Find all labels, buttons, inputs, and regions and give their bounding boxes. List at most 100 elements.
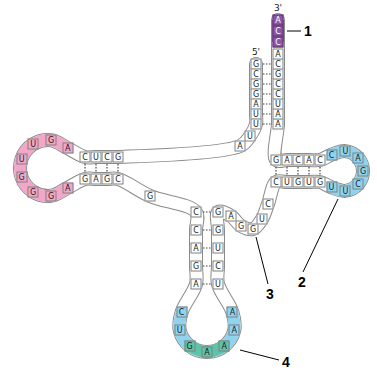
base-pair-dots: [263, 123, 271, 124]
nucleotide: G: [46, 135, 57, 146]
nucleotide: U: [257, 214, 268, 225]
nucleotide: A: [91, 174, 102, 185]
base-pair-dots: [263, 73, 271, 74]
nucleotide: C: [191, 225, 202, 236]
nucleotide: U: [213, 279, 224, 290]
nucleotide: U: [304, 177, 315, 188]
base-pair-dots: [263, 83, 271, 84]
nucleotide: C: [273, 26, 284, 37]
nucleotide: A: [191, 279, 202, 290]
base-pair-dots: [117, 164, 118, 172]
nucleotide: A: [227, 307, 238, 318]
nucleotide: U: [251, 119, 262, 130]
nucleotide: U: [245, 131, 256, 142]
base-pair-dots: [106, 164, 107, 172]
backbone-fill: [20, 20, 363, 352]
nucleotide: G: [358, 166, 369, 177]
base-pair-dots: [297, 167, 298, 175]
nucleotide: C: [191, 207, 202, 218]
nucleotide: C: [352, 179, 363, 190]
nucleotide: U: [213, 243, 224, 254]
base-pair-dots: [263, 113, 271, 114]
nucleotide: C: [176, 307, 187, 318]
nucleotide: A: [191, 243, 202, 254]
base-pairs: [85, 64, 320, 284]
nucleotide: C: [326, 149, 337, 160]
nucleotide: A: [235, 141, 246, 152]
nucleotide: U: [91, 152, 102, 163]
nucleotide: G: [315, 177, 326, 188]
leader-line: [256, 237, 268, 284]
nucleotide: G: [16, 172, 27, 183]
nucleotide: G: [145, 191, 156, 202]
callout-number: 2: [298, 275, 306, 290]
nucleotide: G: [28, 186, 39, 197]
nucleotide: U: [282, 177, 293, 188]
nucleotide: G: [80, 174, 91, 185]
nucleotide: C: [271, 177, 282, 188]
nucleotide: G: [102, 174, 113, 185]
nucleotide: A: [62, 143, 73, 154]
nucleotide: C: [102, 152, 113, 163]
callout-number: 4: [282, 355, 290, 370]
base-pair-dots: [95, 164, 96, 172]
base-pair-dots: [203, 229, 211, 230]
nucleotide: G: [113, 152, 124, 163]
nucleotide: A: [273, 119, 284, 130]
backbone: [20, 20, 363, 352]
strand-end-label: 3': [274, 3, 282, 13]
strand-end-label: 5': [252, 47, 260, 57]
nucleotide: C: [273, 79, 284, 90]
nucleotide: G: [236, 221, 247, 232]
nucleotide: G: [213, 225, 224, 236]
nucleotide: G: [184, 340, 195, 351]
nucleotide: C: [263, 199, 274, 210]
nucleotide: U: [174, 325, 185, 336]
nucleotide: C: [273, 89, 284, 100]
nucleotide: U: [340, 146, 351, 157]
nucleotide: A: [62, 182, 73, 193]
nucleotide: U: [273, 99, 284, 110]
nucleotide: U: [28, 139, 39, 150]
base-pair-dots: [286, 167, 287, 175]
base-pair-dots: [319, 167, 320, 175]
nucleotide: C: [213, 261, 224, 272]
nucleotide: A: [282, 155, 293, 166]
nucleotide: C: [315, 155, 326, 166]
base-pair-dots: [263, 63, 271, 64]
callout-number: 1: [304, 24, 312, 39]
nucleotide: A: [219, 340, 230, 351]
nucleotide: C: [113, 174, 124, 185]
base-pair-dots: [203, 265, 211, 266]
nucleotide: U: [340, 185, 351, 196]
base-pair-dots: [203, 247, 211, 248]
leader-line: [240, 350, 279, 360]
nucleotide: C: [80, 152, 91, 163]
base-pair-dots: [203, 211, 211, 212]
nucleotide: G: [248, 224, 259, 235]
nucleotide: A: [273, 109, 284, 120]
nucleotide: G: [46, 190, 57, 201]
callout-number: 3: [266, 287, 274, 302]
leader-line: [287, 31, 301, 32]
nucleotide: G: [293, 177, 304, 188]
base-pair-dots: [275, 167, 276, 175]
base-pair-dots: [203, 283, 211, 284]
nucleotide: G: [271, 155, 282, 166]
nucleotide: A: [273, 15, 284, 26]
base-pair-dots: [263, 103, 271, 104]
backbone-outline: [20, 20, 363, 352]
nucleotide: C: [273, 59, 284, 70]
base-pair-dots: [84, 164, 85, 172]
leader-lines: [240, 31, 338, 360]
nucleotide: A: [304, 155, 315, 166]
base-pair-dots: [308, 167, 309, 175]
nucleotide: U: [326, 182, 337, 193]
nucleotide: A: [202, 347, 213, 358]
base-pair-dots: [263, 93, 271, 94]
nucleotide: U: [16, 153, 27, 164]
nucleotide: G: [273, 69, 284, 80]
nucleotide: A: [352, 152, 363, 163]
nucleotide: G: [213, 207, 224, 218]
